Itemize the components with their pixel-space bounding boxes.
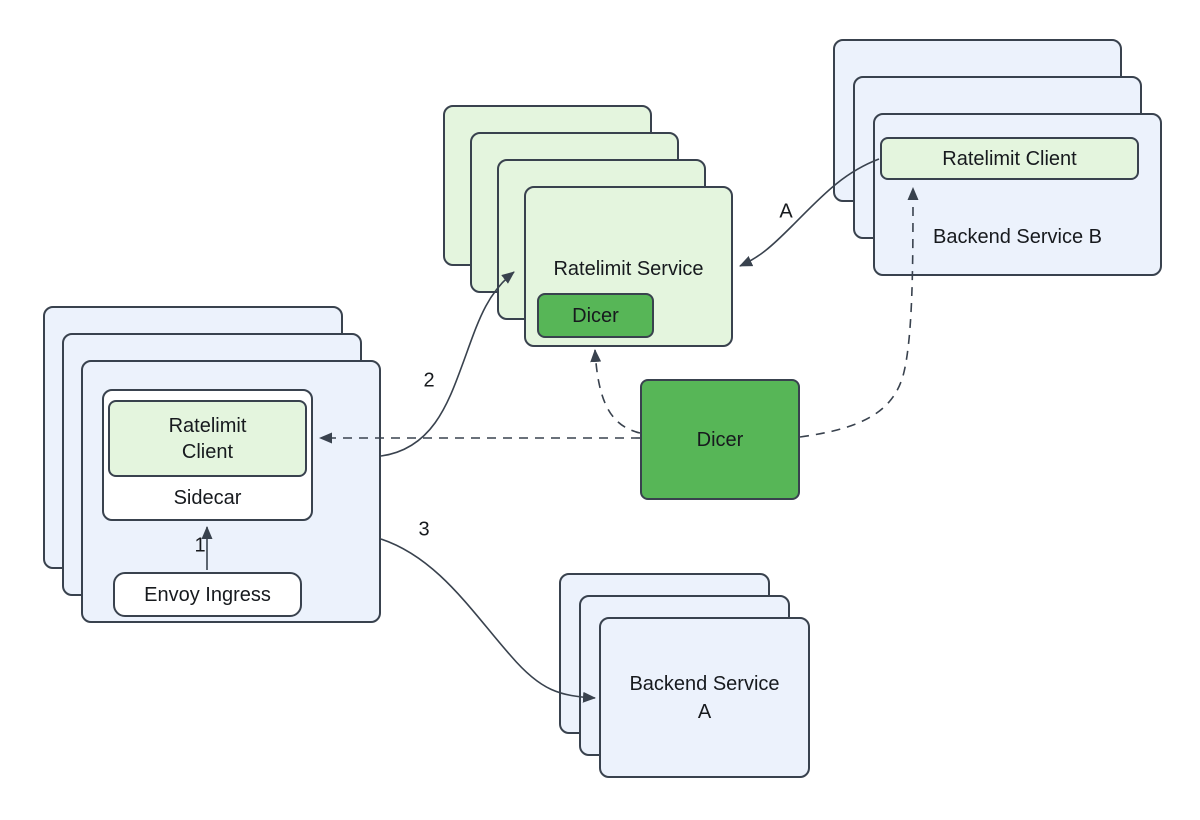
envoy-ingress-label: Envoy Ingress: [144, 583, 271, 606]
service-dicer-label: Dicer: [572, 304, 619, 327]
backend-b-ratelimit-client-label: Ratelimit Client: [942, 147, 1077, 170]
edge-label-1: 1: [194, 534, 206, 557]
ratelimit-client-label: Ratelimit Client: [168, 414, 247, 463]
sidecar-label: Sidecar: [173, 487, 242, 509]
ratelimit-service-label: Ratelimit Service: [553, 258, 704, 280]
edge-label-2: 2: [423, 369, 435, 392]
edge-2-pod-to-service: [380, 271, 515, 457]
dicer-box: Dicer: [640, 379, 800, 500]
service-dicer-box: Dicer: [537, 293, 654, 338]
envoy-ingress-box: Envoy Ingress: [113, 572, 302, 617]
backend-service-a: Backend Service A: [599, 617, 810, 778]
backend-service-b: Ratelimit Client Backend Service B: [873, 113, 1162, 276]
ratelimit-service: Ratelimit Service Dicer: [524, 186, 733, 347]
dicer-label: Dicer: [696, 428, 744, 451]
edge-label-3: 3: [418, 518, 430, 541]
sidecar-box: Ratelimit Client Sidecar: [102, 389, 313, 521]
backend-service-b-label: Backend Service B: [933, 226, 1102, 248]
backend-b-ratelimit-client-box: Ratelimit Client: [880, 137, 1139, 180]
ingress-pod: Ratelimit Client Sidecar Envoy Ingress: [81, 360, 381, 623]
backend-service-a-label: Backend Service A: [629, 672, 780, 723]
edge-label-a: A: [779, 200, 793, 223]
edge-dicer-to-service-dicer: [590, 349, 641, 434]
ratelimit-client-box: Ratelimit Client: [108, 400, 307, 477]
